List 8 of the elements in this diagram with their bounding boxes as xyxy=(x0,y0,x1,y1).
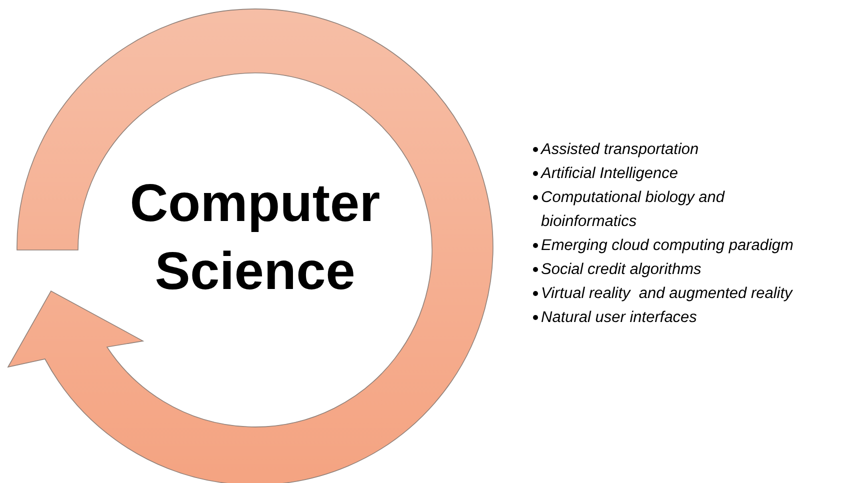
list-item-text: Assisted transportation xyxy=(541,140,699,160)
list-item-text: Social credit algorithms xyxy=(541,260,702,280)
center-title: Computer Science xyxy=(128,173,382,303)
list-item-text: Emerging cloud computing paradigm xyxy=(541,236,794,256)
list-item-text: Artificial Intelligence xyxy=(541,164,678,184)
list-item-text: Computational biology and bioinformatics xyxy=(541,188,726,232)
list-item-text: Natural user interfaces xyxy=(541,308,697,328)
list-item-text: Virtual reality and augmented reality xyxy=(541,284,792,304)
